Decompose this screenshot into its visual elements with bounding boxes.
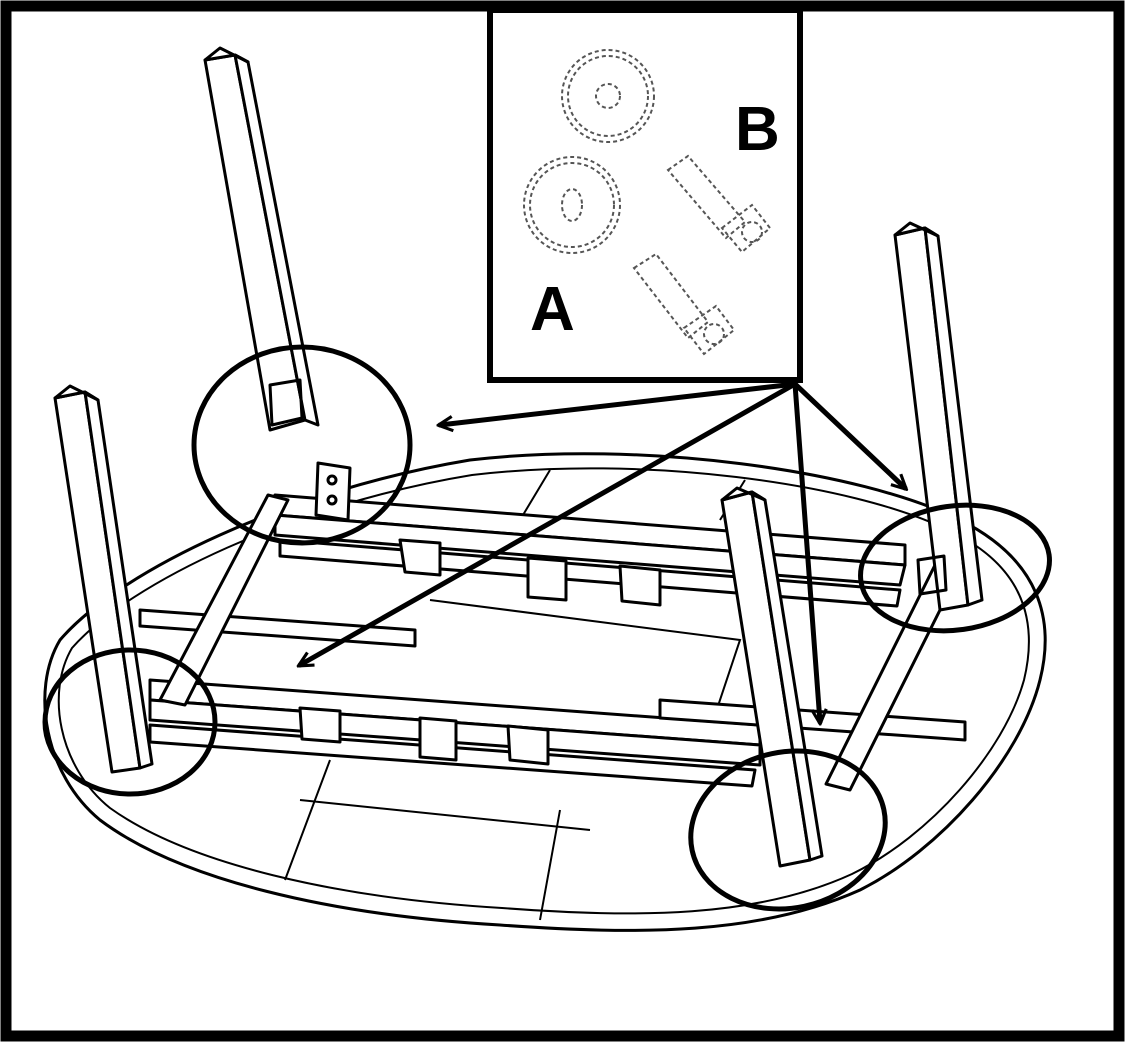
bracket — [526, 556, 568, 602]
hardware-inset: B A — [487, 7, 803, 383]
leaf-seam — [284, 759, 591, 921]
pointer-arrows — [300, 381, 905, 722]
arrow-to-back-left — [440, 381, 798, 425]
leg-back-right — [893, 221, 984, 612]
slide-rail — [138, 608, 417, 648]
bracket — [398, 538, 442, 577]
callout-circles — [42, 344, 1052, 912]
bracket — [298, 706, 342, 744]
table-legs — [53, 46, 984, 868]
hardware-inset-frame — [487, 7, 803, 383]
table-top-outer-edge — [43, 452, 1047, 932]
leg-front-right — [720, 486, 824, 868]
bracket — [618, 564, 662, 607]
table-top-inner-edge — [57, 467, 1030, 915]
corner-bracket — [314, 461, 352, 522]
arrow-to-front-left — [300, 381, 798, 665]
part-label-a: A — [530, 275, 575, 344]
bolt-icon — [632, 252, 736, 356]
bracket — [506, 724, 550, 766]
left-side-rail — [158, 493, 290, 707]
table-top — [43, 452, 1047, 932]
apron-frame — [138, 461, 967, 792]
washer-icon — [561, 49, 655, 143]
bracket — [418, 716, 458, 762]
leg-front-left — [53, 384, 154, 774]
callout-circle-back-right — [858, 502, 1052, 634]
arrow-to-front-right — [792, 381, 820, 722]
callout-circle-front-right — [688, 748, 888, 912]
washer-icon — [523, 156, 621, 254]
part-label-b: B — [735, 95, 780, 164]
callout-circle-back-left — [191, 344, 413, 546]
arrow-to-back-right — [792, 381, 905, 488]
bolt-icon — [666, 154, 772, 254]
callout-circle-front-left — [42, 647, 218, 797]
leg-back-left — [203, 46, 320, 432]
